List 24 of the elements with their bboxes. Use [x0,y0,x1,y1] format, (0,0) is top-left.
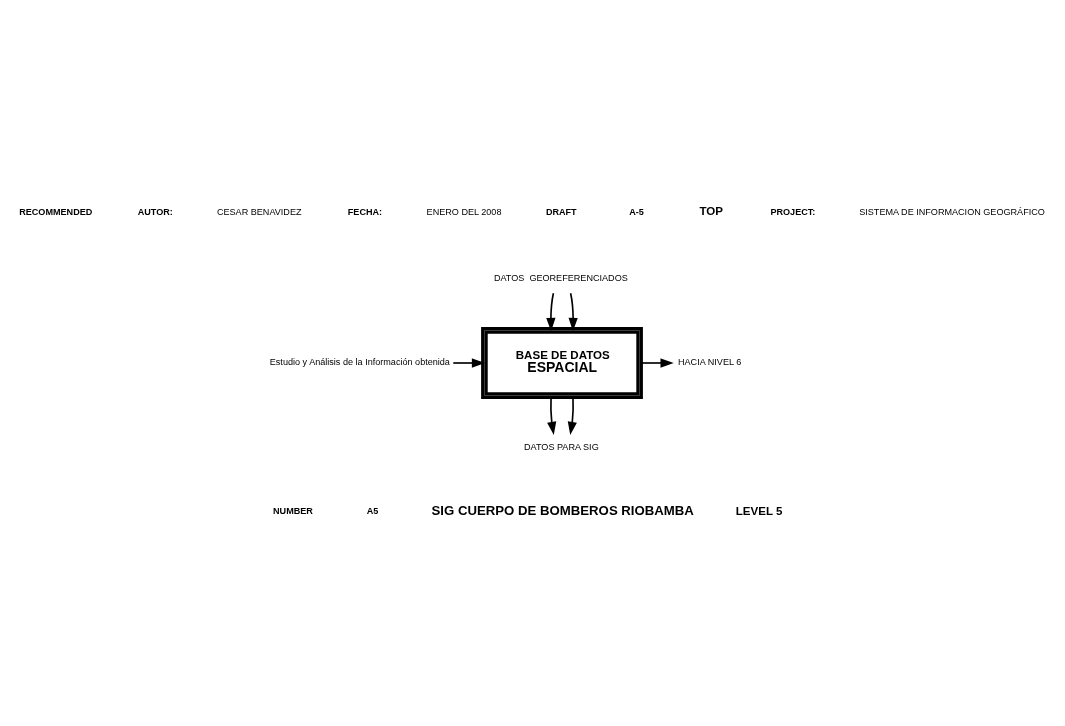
arrow [452,358,486,368]
label: AUTOR: [137,206,173,217]
label: SISTEMA DE INFORMACION GEOGRÁFICO [859,207,1045,218]
label: A5 [366,506,379,517]
label: SIG CUERPO DE BOMBEROS RIOBAMBA [431,503,694,519]
label: A-5 [629,206,644,217]
arrow [546,292,556,332]
label: LEVEL 5 [735,505,783,518]
node-text: DATOS PARA SIG [524,441,599,452]
label: TOP [699,205,723,218]
label: DRAFT [545,206,577,217]
label: NUMBER [273,506,313,517]
label: ENERO DEL 2008 [426,207,502,218]
arrow [640,358,674,368]
arrow [547,396,557,436]
label: FECHA: [347,206,383,217]
arrow [568,292,578,332]
label: PROJECT: [770,206,816,217]
label: CESAR BENAVIDEZ [216,207,302,218]
arrow [567,396,577,436]
node-text: Estudio y Análisis de la Información obtenida [269,357,450,368]
node-text: DATOS GEOREFERENCIADOS [493,272,628,283]
label: RECOMMENDED [19,206,93,217]
node-text: HACIA NIVEL 6 [678,357,742,368]
